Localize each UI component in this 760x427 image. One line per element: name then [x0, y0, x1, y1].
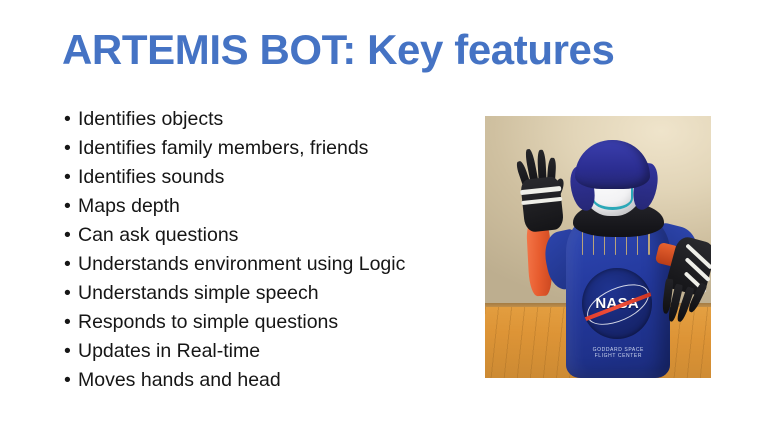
wire [592, 231, 594, 255]
bullet-marker-icon: • [64, 311, 71, 333]
wire [648, 231, 650, 255]
list-item-label: Identifies sounds [78, 166, 225, 188]
feature-list: • Identifies objects • Identifies family… [62, 105, 462, 395]
list-item: • Understands environment using Logic [62, 250, 462, 279]
robot-wires [575, 231, 661, 255]
list-item-label: Moves hands and head [78, 369, 281, 391]
bullet-marker-icon: • [64, 137, 71, 159]
wire [582, 231, 584, 255]
wire [614, 231, 617, 255]
list-item-label: Identifies objects [78, 108, 224, 130]
list-item: • Identifies family members, friends [62, 134, 462, 163]
list-item-label: Understands simple speech [78, 282, 319, 304]
bullet-marker-icon: • [64, 369, 71, 391]
list-item-label: Can ask questions [78, 224, 239, 246]
bullet-marker-icon: • [64, 282, 71, 304]
list-item-label: Maps depth [78, 195, 180, 217]
nasa-logo-icon: NASA [582, 267, 653, 339]
bullet-marker-icon: • [64, 253, 71, 275]
list-item: • Understands simple speech [62, 279, 462, 308]
nasa-wordmark: NASA [595, 294, 640, 312]
list-item: • Moves hands and head [62, 366, 462, 395]
list-item-label: Updates in Real-time [78, 340, 261, 362]
list-item: • Identifies objects [62, 105, 462, 134]
center-line-2: FLIGHT CENTER [594, 353, 643, 360]
list-item: • Identifies sounds [62, 163, 462, 192]
bullet-marker-icon: • [64, 340, 71, 362]
wire [603, 231, 605, 255]
left-glove-icon [512, 143, 568, 234]
list-item: • Responds to simple questions [62, 308, 462, 337]
list-item: • Updates in Real-time [62, 337, 462, 366]
list-item: • Maps depth [62, 192, 462, 221]
robot-photo: NASA GODDARD SPACE FLIGHT CENTER [485, 116, 711, 378]
center-line-1: GODDARD SPACE [592, 346, 644, 353]
goddard-center-text: GODDARD SPACE FLIGHT CENTER [575, 347, 661, 361]
list-item-label: Responds to simple questions [78, 311, 339, 333]
wire [626, 231, 628, 255]
list-item-label: Identifies family members, friends [78, 137, 369, 159]
bullet-marker-icon: • [64, 195, 71, 217]
page-title: ARTEMIS BOT: Key features [62, 26, 615, 73]
wire [637, 231, 639, 255]
bullet-marker-icon: • [64, 224, 71, 246]
bullet-marker-icon: • [64, 166, 71, 188]
list-item-label: Understands environment using Logic [78, 253, 406, 275]
robot-photo-scene: NASA GODDARD SPACE FLIGHT CENTER [485, 116, 711, 378]
list-item: • Can ask questions [62, 221, 462, 250]
robot-smile-icon [591, 186, 634, 211]
bullet-marker-icon: • [64, 108, 71, 130]
